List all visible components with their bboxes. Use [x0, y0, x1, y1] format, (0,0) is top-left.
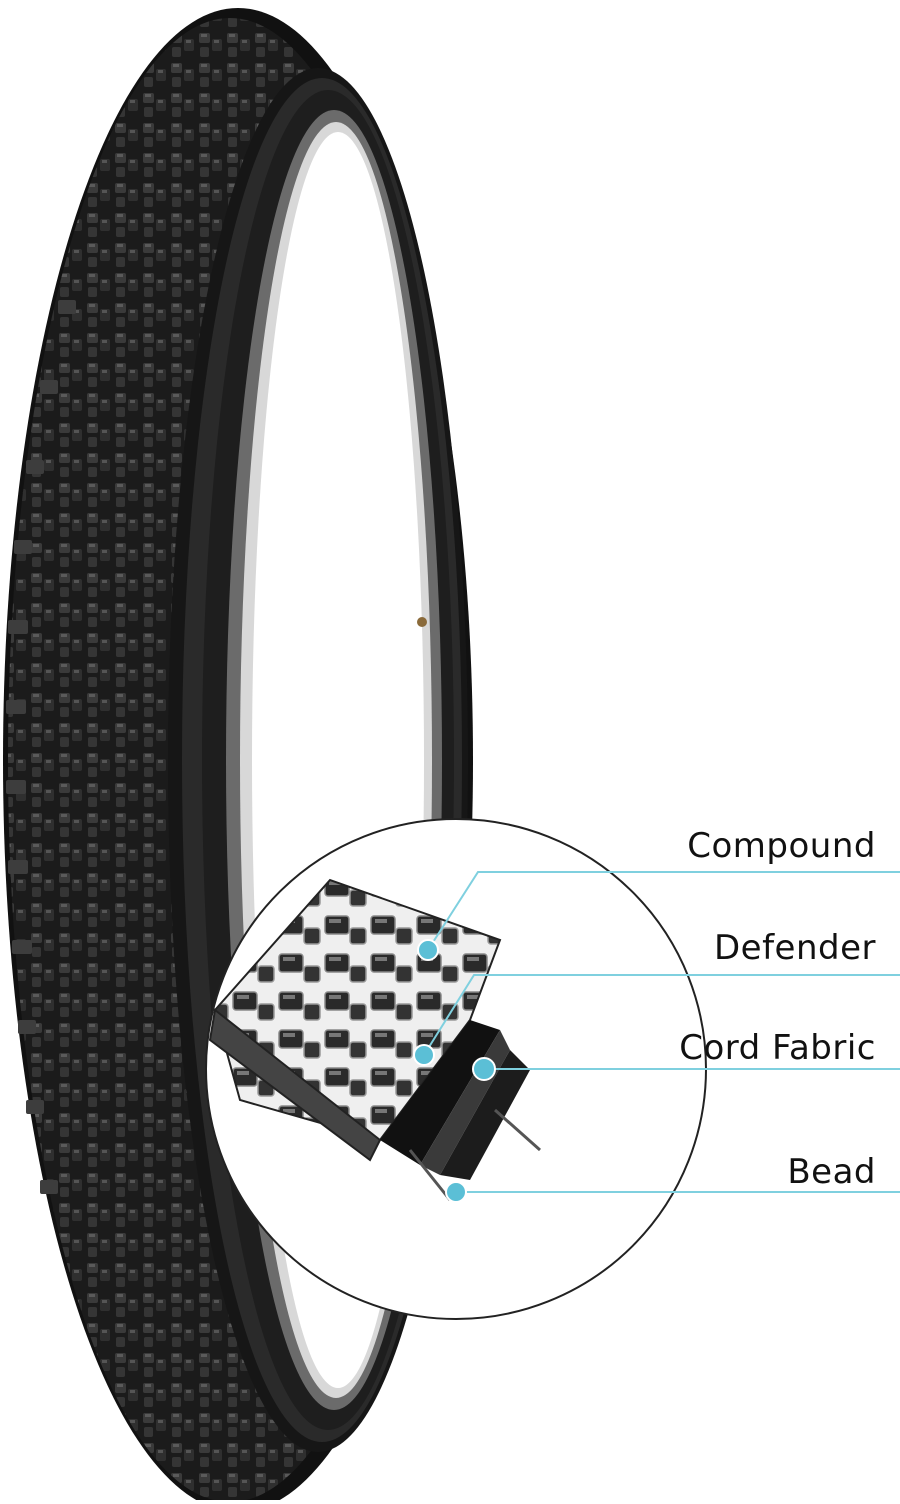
callout-dots — [413, 939, 496, 1203]
callout-lines — [423, 871, 900, 1193]
cord-fabric-dot — [472, 1057, 496, 1081]
defender-leader — [423, 974, 900, 1056]
label-bead: Bead — [787, 1152, 876, 1192]
label-cord-fabric: Cord Fabric — [679, 1028, 876, 1068]
label-defender: Defender — [713, 928, 876, 968]
label-compound: Compound — [687, 826, 876, 866]
defender-dot — [413, 1044, 435, 1066]
compound-leader — [427, 871, 900, 951]
bead-dot — [445, 1181, 467, 1203]
compound-dot — [417, 939, 439, 961]
